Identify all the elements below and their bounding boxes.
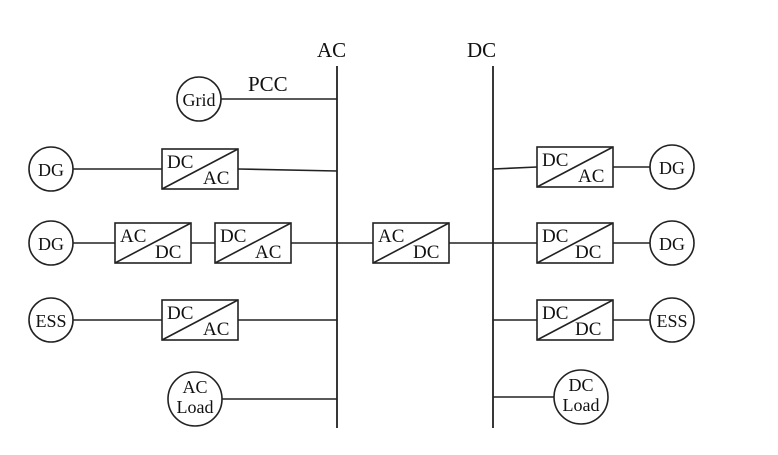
- converter-dc-ac-ess: DC AC: [161, 299, 239, 341]
- converter-bottom-label: DC: [413, 242, 439, 263]
- pcc-label: PCC: [248, 72, 288, 96]
- converter-dc-ac-left-2: DC AC: [214, 222, 292, 264]
- dg-left-1-bus-wire: [237, 168, 338, 172]
- converter-bottom-label: DC: [575, 319, 601, 340]
- converter-bottom-label: AC: [578, 166, 604, 187]
- converter-top-label: DC: [542, 226, 568, 247]
- ess-node-right: [649, 297, 695, 343]
- converter-dc-ac-right-1: DC AC: [536, 146, 614, 188]
- converter-ac-dc-interlink: AC DC: [372, 222, 450, 264]
- dc-bus-label: DC: [467, 38, 496, 62]
- converter-top-label: AC: [378, 226, 404, 247]
- converter-dc-ac-left-1: DC AC: [161, 148, 239, 190]
- converter-bottom-label: DC: [575, 242, 601, 263]
- converter-top-label: DC: [542, 150, 568, 171]
- converter-top-label: DC: [167, 303, 193, 324]
- dg-label-left-1: DG: [38, 160, 64, 180]
- dc-load-node: [553, 369, 609, 425]
- ac-bus-label: AC: [317, 38, 346, 62]
- grid-label: Grid: [183, 90, 216, 110]
- converter-bottom-label: DC: [155, 242, 181, 263]
- converter-top-label: DC: [167, 152, 193, 173]
- converter-bottom-label: AC: [255, 242, 281, 263]
- dg-label-right-1: DG: [659, 158, 685, 178]
- ess-label-right: ESS: [656, 311, 687, 331]
- dc-load-label-1: DC: [568, 375, 593, 395]
- ess-label-left: ESS: [35, 311, 66, 331]
- ac-load-label-1: AC: [182, 377, 207, 397]
- dc-load-label-2: Load: [563, 395, 600, 415]
- dg-right-1-bus-wire: [492, 166, 538, 170]
- converter-bottom-label: AC: [203, 319, 229, 340]
- ac-load-label-2: Load: [177, 397, 214, 417]
- converter-top-label: DC: [542, 303, 568, 324]
- converter-dc-dc-right-2: DC DC: [536, 222, 614, 264]
- converter-top-label: DC: [220, 226, 246, 247]
- dg-node-right-1: [649, 144, 695, 190]
- dg-node-right-2: [649, 220, 695, 266]
- dg-label-left-2: DG: [38, 234, 64, 254]
- converter-ac-dc-left-2: AC DC: [114, 222, 192, 264]
- converter-top-label: AC: [120, 226, 146, 247]
- converter-bottom-label: AC: [203, 168, 229, 189]
- converter-dc-dc-ess: DC DC: [536, 299, 614, 341]
- dg-label-right-2: DG: [659, 234, 685, 254]
